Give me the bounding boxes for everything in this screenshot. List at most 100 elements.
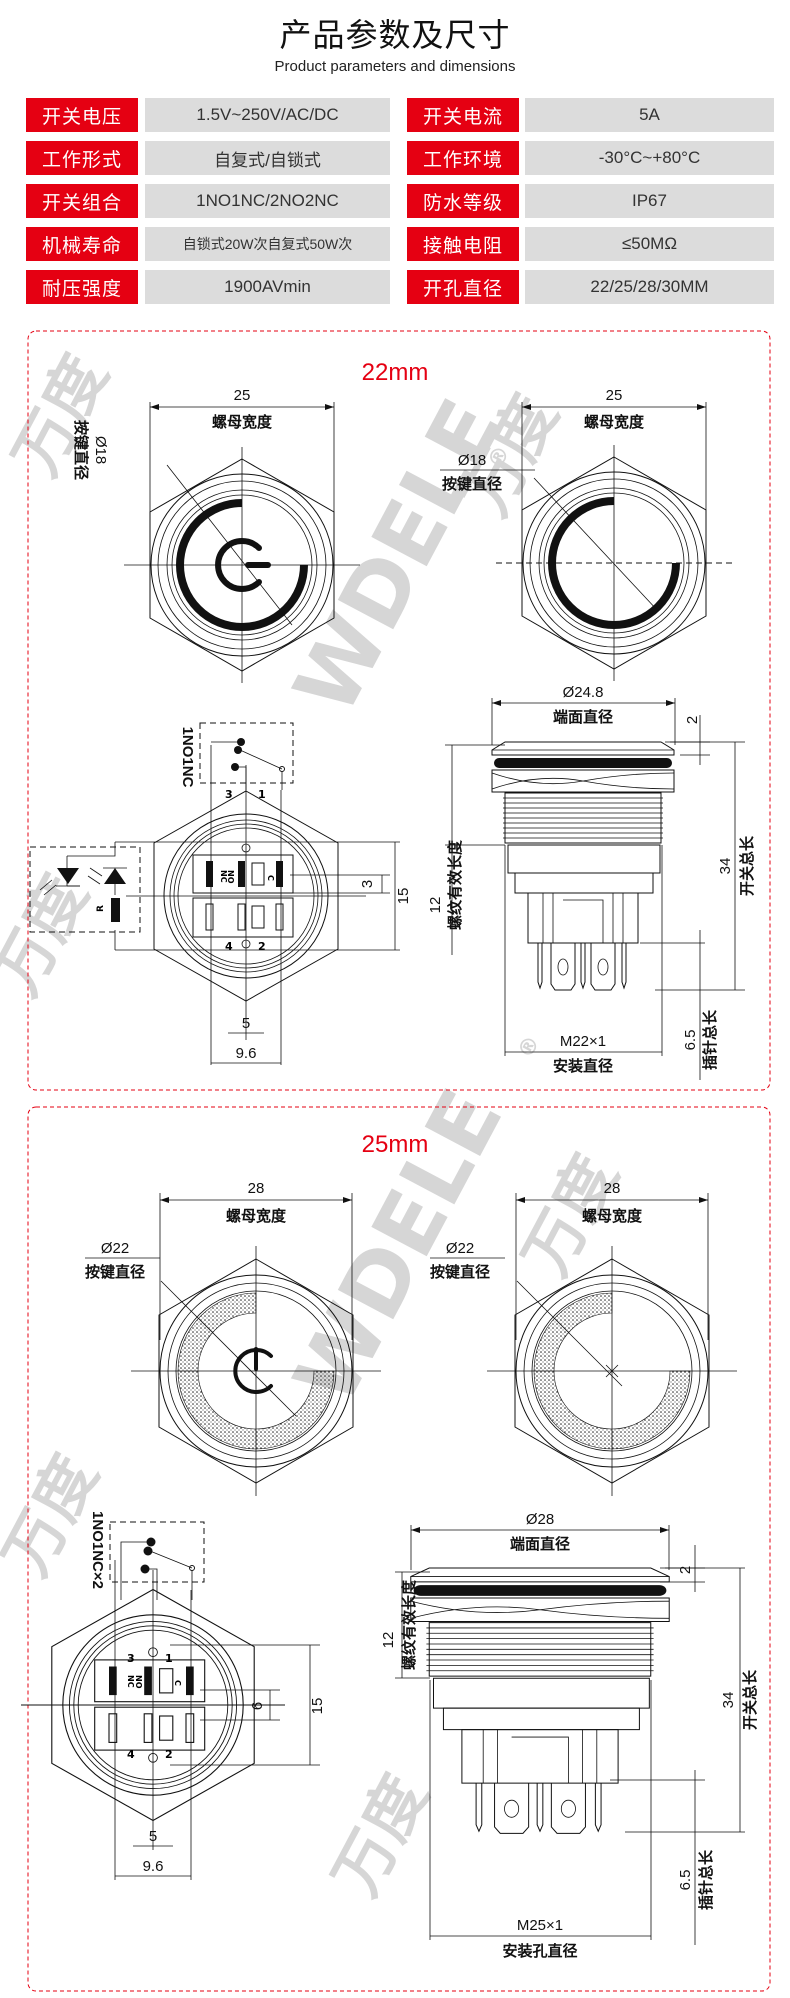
svg-text:6: 6 [249, 1702, 266, 1710]
svg-text:34: 34 [717, 858, 734, 875]
spec-value: 22/25/28/30MM [525, 270, 774, 304]
svg-text:Ø28: Ø28 [526, 1511, 554, 1528]
svg-text:端面直径: 端面直径 [510, 1535, 570, 1553]
svg-text:4: 4 [225, 940, 233, 953]
svg-text:Ø24.8: Ø24.8 [563, 684, 604, 701]
svg-text:5: 5 [149, 1828, 157, 1845]
svg-text:Ø22: Ø22 [446, 1240, 474, 1257]
svg-text:NC: NC [219, 870, 228, 883]
svg-text:®: ® [513, 1032, 545, 1063]
spec-row: 开关组合 1NO1NC/2NO2NC 防水等级 IP67 [26, 184, 774, 218]
page-subtitle: Product parameters and dimensions [274, 58, 516, 75]
spec-label: 接触电阻 [407, 227, 519, 261]
svg-text:C: C [266, 875, 275, 881]
spec-value: IP67 [525, 184, 774, 218]
spec-value: 1900AVmin [145, 270, 390, 304]
spec-value: -30°C~+80°C [525, 141, 774, 175]
svg-text:万度: 万度 [0, 863, 101, 1007]
panel-25mm-border [27, 1106, 771, 1992]
svg-text:插针总长: 插针总长 [701, 1009, 719, 1070]
svg-text:NC: NC [126, 1675, 135, 1688]
svg-text:1NO1NC: 1NO1NC [179, 727, 196, 788]
top-view-power-icon: 28 螺母宽度 Ø22 按键直径 [85, 1180, 381, 1496]
page-title: 产品参数及尺寸 [279, 16, 511, 54]
svg-text:C: C [173, 1680, 182, 1686]
svg-text:按键直径: 按键直径 [430, 1263, 490, 1281]
svg-text:M22×1: M22×1 [560, 1033, 606, 1050]
spec-row: 开关电压 1.5V~250V/AC/DC 开关电流 5A [26, 98, 774, 132]
top-view-plain: 28 螺母宽度 Ø22 按键直径 [430, 1180, 737, 1496]
svg-text:1NO1NC×2: 1NO1NC×2 [89, 1511, 106, 1589]
spec-table: 开关电压 1.5V~250V/AC/DC 开关电流 5A 工作形式 自复式/自锁… [26, 98, 774, 313]
svg-text:2: 2 [684, 716, 701, 724]
svg-text:开关总长: 开关总长 [738, 835, 756, 896]
led-schematic: R [29, 842, 141, 950]
svg-text:NO: NO [134, 1675, 143, 1689]
svg-text:15: 15 [395, 888, 412, 905]
spec-label: 机械寿命 [26, 227, 138, 261]
svg-text:2: 2 [165, 1748, 173, 1761]
svg-text:Ø22: Ø22 [101, 1240, 129, 1257]
svg-text:Ø18: Ø18 [458, 452, 486, 469]
svg-text:R: R [96, 905, 106, 912]
svg-text:2: 2 [258, 940, 266, 953]
spec-label: 工作环境 [407, 141, 519, 175]
svg-text:万度: 万度 [0, 343, 121, 487]
svg-text:按键直径: 按键直径 [72, 420, 90, 480]
svg-text:34: 34 [720, 1692, 737, 1709]
svg-text:12: 12 [427, 897, 444, 914]
svg-text:4: 4 [127, 1748, 135, 1761]
spec-label: 开关组合 [26, 184, 138, 218]
svg-text:25: 25 [606, 387, 623, 404]
spec-value: 1NO1NC/2NO2NC [145, 184, 390, 218]
svg-text:15: 15 [309, 1698, 326, 1715]
svg-text:2: 2 [677, 1566, 694, 1574]
spec-value: 自锁式20W次自复式50W次 [145, 227, 390, 261]
svg-text:开关总长: 开关总长 [741, 1669, 759, 1730]
svg-text:28: 28 [248, 1180, 265, 1197]
spec-value: 自复式/自锁式 [145, 141, 390, 175]
svg-text:螺母宽度: 螺母宽度 [212, 413, 273, 431]
side-view: Ø24.8 端面直径 2 34 开关总长 12 螺纹有效长度 6.5 插针总长 … [427, 684, 756, 1080]
side-view: Ø28 端面直径 2 34 开关总长 12 螺纹有效长度 6.5 插针总长 M2… [380, 1511, 759, 1960]
svg-text:安装孔直径: 安装孔直径 [502, 1942, 577, 1960]
svg-text:按键直径: 按键直径 [442, 475, 502, 493]
panel-title: 25mm [362, 1131, 429, 1158]
contact-schematic: 1NO1NC [179, 722, 294, 790]
svg-text:M25×1: M25×1 [517, 1917, 563, 1934]
contact-schematic: 1NO1NC×2 [89, 1511, 205, 1600]
spec-row: 耐压强度 1900AVmin 开孔直径 22/25/28/30MM [26, 270, 774, 304]
svg-text:5: 5 [242, 1015, 250, 1032]
svg-text:WDELE: WDELE [275, 1074, 522, 1420]
top-view-power-icon: 25 螺母宽度 Ø18 按键直径 [72, 387, 360, 683]
spec-row: 工作形式 自复式/自锁式 工作环境 -30°C~+80°C [26, 141, 774, 175]
svg-text:3: 3 [359, 880, 376, 888]
svg-text:螺母宽度: 螺母宽度 [226, 1207, 287, 1225]
svg-text:螺母宽度: 螺母宽度 [584, 413, 645, 431]
svg-text:25: 25 [234, 387, 251, 404]
spec-label: 工作形式 [26, 141, 138, 175]
svg-text:9.6: 9.6 [143, 1858, 164, 1875]
svg-text:1: 1 [165, 1652, 173, 1665]
spec-value: 5A [525, 98, 774, 132]
svg-text:插针总长: 插针总长 [697, 1849, 715, 1910]
svg-text:6.5: 6.5 [677, 1870, 694, 1891]
spec-label: 开孔直径 [407, 270, 519, 304]
svg-text:安装直径: 安装直径 [553, 1057, 613, 1075]
svg-text:9.6: 9.6 [236, 1045, 257, 1062]
spec-value: ≤50MΩ [525, 227, 774, 261]
spec-label: 开关电流 [407, 98, 519, 132]
spec-row: 机械寿命 自锁式20W次自复式50W次 接触电阻 ≤50MΩ [26, 227, 774, 261]
top-view-plain: 25 螺母宽度 Ø18 按键直径 [440, 387, 732, 681]
panel-22mm-border [27, 330, 771, 1091]
svg-text:3: 3 [127, 1652, 135, 1665]
svg-text:螺纹有效长度: 螺纹有效长度 [446, 839, 464, 930]
svg-text:Ø18: Ø18 [92, 436, 109, 464]
svg-text:WDELE: WDELE [275, 384, 522, 730]
svg-text:3: 3 [225, 788, 233, 801]
svg-text:NO: NO [226, 870, 235, 884]
svg-text:1: 1 [258, 788, 266, 801]
spec-label: 开关电压 [26, 98, 138, 132]
svg-text:万度: 万度 [319, 1763, 442, 1907]
spec-label: 耐压强度 [26, 270, 138, 304]
